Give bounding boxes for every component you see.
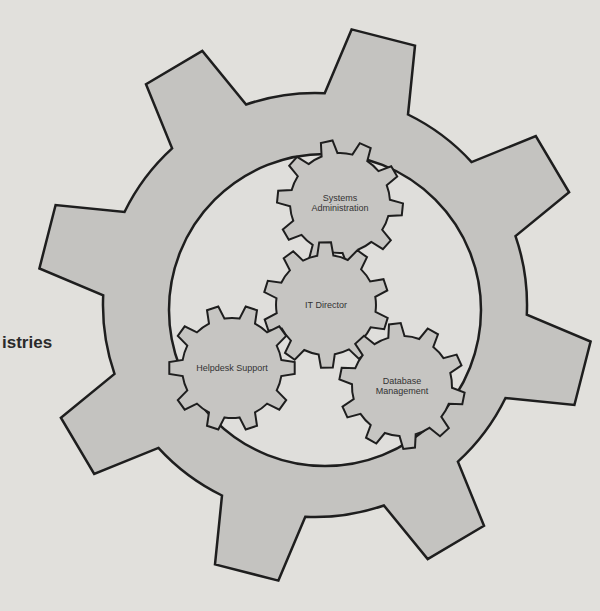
gear-shape — [277, 141, 403, 266]
gear-label: IT Director — [288, 300, 364, 310]
side-label: istries — [2, 333, 52, 353]
gear-label: Helpdesk Support — [194, 363, 270, 373]
gear-label: Database Management — [364, 376, 440, 397]
gear-shape — [169, 307, 294, 430]
large-gear — [39, 29, 590, 580]
inner-circle — [169, 154, 481, 466]
gear-shape — [339, 323, 464, 449]
gear-node: Database Management — [336, 320, 468, 452]
gear-node: Systems Administration — [274, 137, 406, 269]
gear-node: Helpdesk Support — [166, 302, 298, 434]
gear-label: Systems Administration — [302, 193, 378, 214]
